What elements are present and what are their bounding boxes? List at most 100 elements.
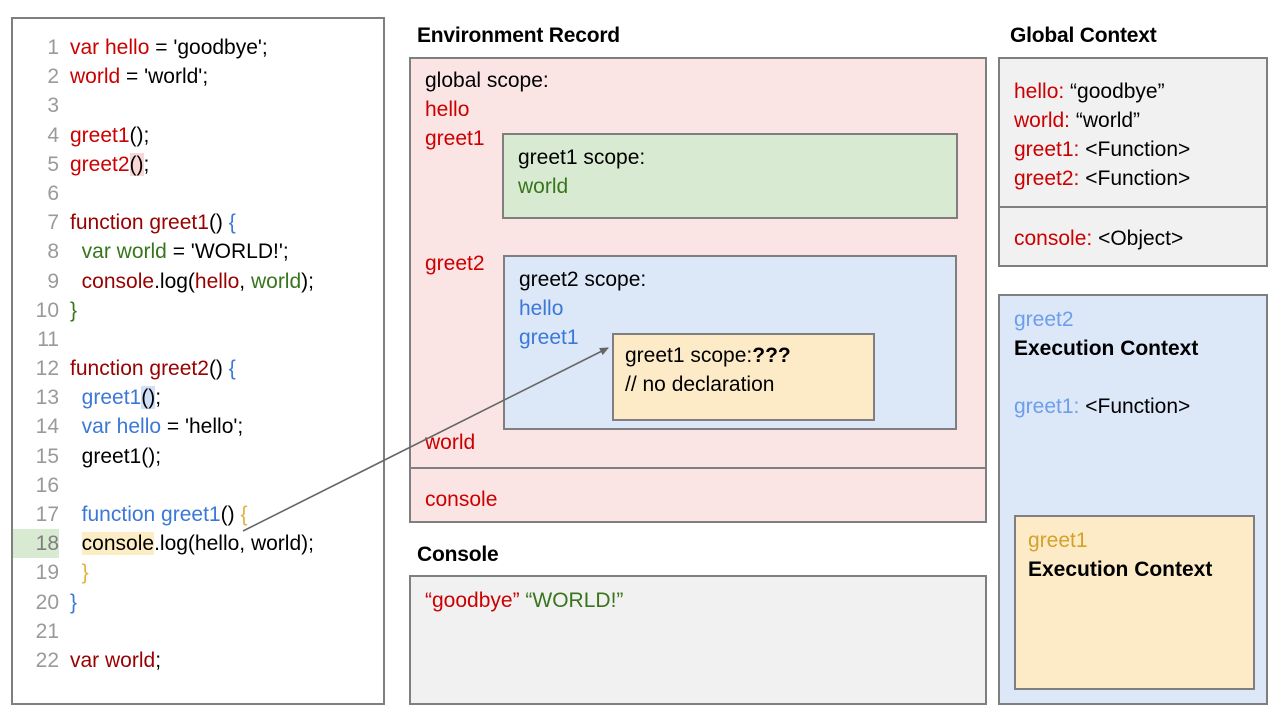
code-line-text: greet1(); [59, 442, 161, 471]
global-context-row: greet1: <Function> [1014, 138, 1190, 162]
code-line-number: 20 [35, 590, 59, 614]
code-line-number: 14 [35, 415, 59, 439]
code-token: console [81, 269, 155, 293]
code-line: 21 [13, 617, 383, 646]
greet2-execution-context-name: greet2 [1014, 308, 1074, 331]
code-line: 10} [13, 296, 383, 325]
code-line-text: } [59, 296, 77, 325]
code-line-number: 2 [47, 65, 59, 89]
code-line: 14 var hello = 'hello'; [13, 412, 383, 441]
code-line: 16 [13, 471, 383, 500]
code-token: () [129, 152, 144, 176]
global-context-value: “goodbye” [1070, 80, 1165, 103]
code-line-number: 1 [47, 36, 59, 59]
env-binding-greet2: greet2 [425, 252, 485, 275]
code-token: world [70, 65, 121, 89]
code-token [70, 532, 82, 555]
console-title: Console [417, 543, 499, 566]
code-line-number: 8 [47, 240, 59, 264]
code-line-number: 17 [35, 503, 59, 526]
code-line-text: function greet2() { [59, 354, 236, 383]
environment-record-title: Environment Record [417, 24, 620, 47]
code-token: = 'WORLD!'; [166, 240, 289, 264]
code-line-number: 19 [35, 561, 59, 585]
code-line-number: 18 [13, 529, 59, 559]
code-token: = 'world'; [120, 65, 209, 89]
global-context-row: greet2: <Function> [1014, 167, 1190, 191]
code-token [70, 386, 82, 409]
code-token: var world [70, 648, 156, 672]
greet1-scope-box: greet1 scope: world [502, 133, 958, 219]
code-token: greet1(); [70, 444, 162, 468]
code-token [70, 270, 82, 293]
global-context-value: <Object> [1098, 227, 1184, 250]
nested-greet1-scope-heading: greet1 scope:??? [625, 344, 791, 368]
code-token: ); [301, 269, 314, 293]
code-token: world [250, 269, 302, 293]
code-token [70, 561, 82, 584]
code-line-text: greet2(); [59, 150, 149, 179]
global-context-divider [1000, 206, 1266, 208]
code-token: { [240, 503, 248, 526]
code-line: 20} [13, 588, 383, 617]
code-line-number: 4 [47, 123, 59, 147]
code-line-text: greet1(); [59, 121, 149, 150]
code-line-text: var world; [59, 646, 161, 675]
global-context-value: <Function> [1085, 138, 1191, 161]
greet1-execution-context-label: Execution Context [1028, 558, 1213, 581]
code-line: 17 function greet1() { [13, 500, 383, 529]
code-line: 15 greet1(); [13, 442, 383, 471]
code-token: () [208, 211, 229, 235]
code-line-number: 5 [47, 152, 59, 176]
code-token: ; [155, 386, 162, 410]
nested-greet1-scope-note: greet1 scope:??? // no declaration [612, 333, 875, 421]
code-line-text: console.log(hello, world); [59, 529, 314, 558]
code-token: () [220, 503, 241, 526]
code-line-number: 22 [35, 648, 59, 672]
console-panel: “goodbye” “WORLD!” [409, 575, 987, 705]
code-token: hello [194, 269, 240, 293]
code-token: } [70, 590, 78, 614]
greet1-scope-heading: greet1 scope: [518, 146, 646, 169]
code-line-text: function greet1() { [59, 208, 236, 237]
greet2-binding-key: greet1: [1014, 395, 1080, 418]
code-token: var world [81, 240, 167, 264]
code-token [70, 240, 82, 263]
global-context-title: Global Context [1010, 24, 1157, 47]
code-line: 3 [13, 91, 383, 120]
env-binding-greet1: greet1 [425, 127, 485, 150]
code-line-text: var hello = 'goodbye'; [59, 33, 268, 62]
code-token: .log(hello, world); [154, 532, 314, 556]
code-line-number: 21 [35, 619, 59, 643]
code-line-text: greet1(); [59, 383, 161, 412]
greet2-execution-context-label: Execution Context [1014, 337, 1199, 360]
code-token [70, 503, 82, 526]
global-context-panel: hello: “goodbye” world: “world” greet1: … [998, 57, 1268, 267]
code-token: greet1 [81, 386, 142, 410]
code-token: function greet1 [70, 211, 209, 235]
code-token: { [228, 211, 236, 235]
code-token: greet1 [70, 123, 130, 147]
code-token: function greet2 [70, 357, 209, 381]
code-token: var hello [70, 36, 150, 59]
code-token: = 'hello'; [161, 415, 244, 439]
code-line: 18 console.log(hello, world); [13, 529, 383, 559]
code-token: (); [129, 123, 150, 147]
global-scope-label: global scope: [425, 69, 549, 92]
global-context-row: hello: “goodbye” [1014, 80, 1165, 104]
global-context-value: <Function> [1085, 167, 1191, 190]
code-line-number: 11 [37, 327, 59, 351]
global-context-key: console: [1014, 227, 1093, 250]
code-token: () [208, 357, 229, 381]
code-token [70, 415, 82, 438]
global-context-row: console: <Object> [1014, 227, 1183, 251]
code-token: } [81, 561, 89, 585]
greet2-scope-var-greet1: greet1 [519, 326, 579, 349]
code-line: 2 world = 'world'; [13, 62, 383, 91]
global-context-key: greet1: [1014, 138, 1080, 161]
